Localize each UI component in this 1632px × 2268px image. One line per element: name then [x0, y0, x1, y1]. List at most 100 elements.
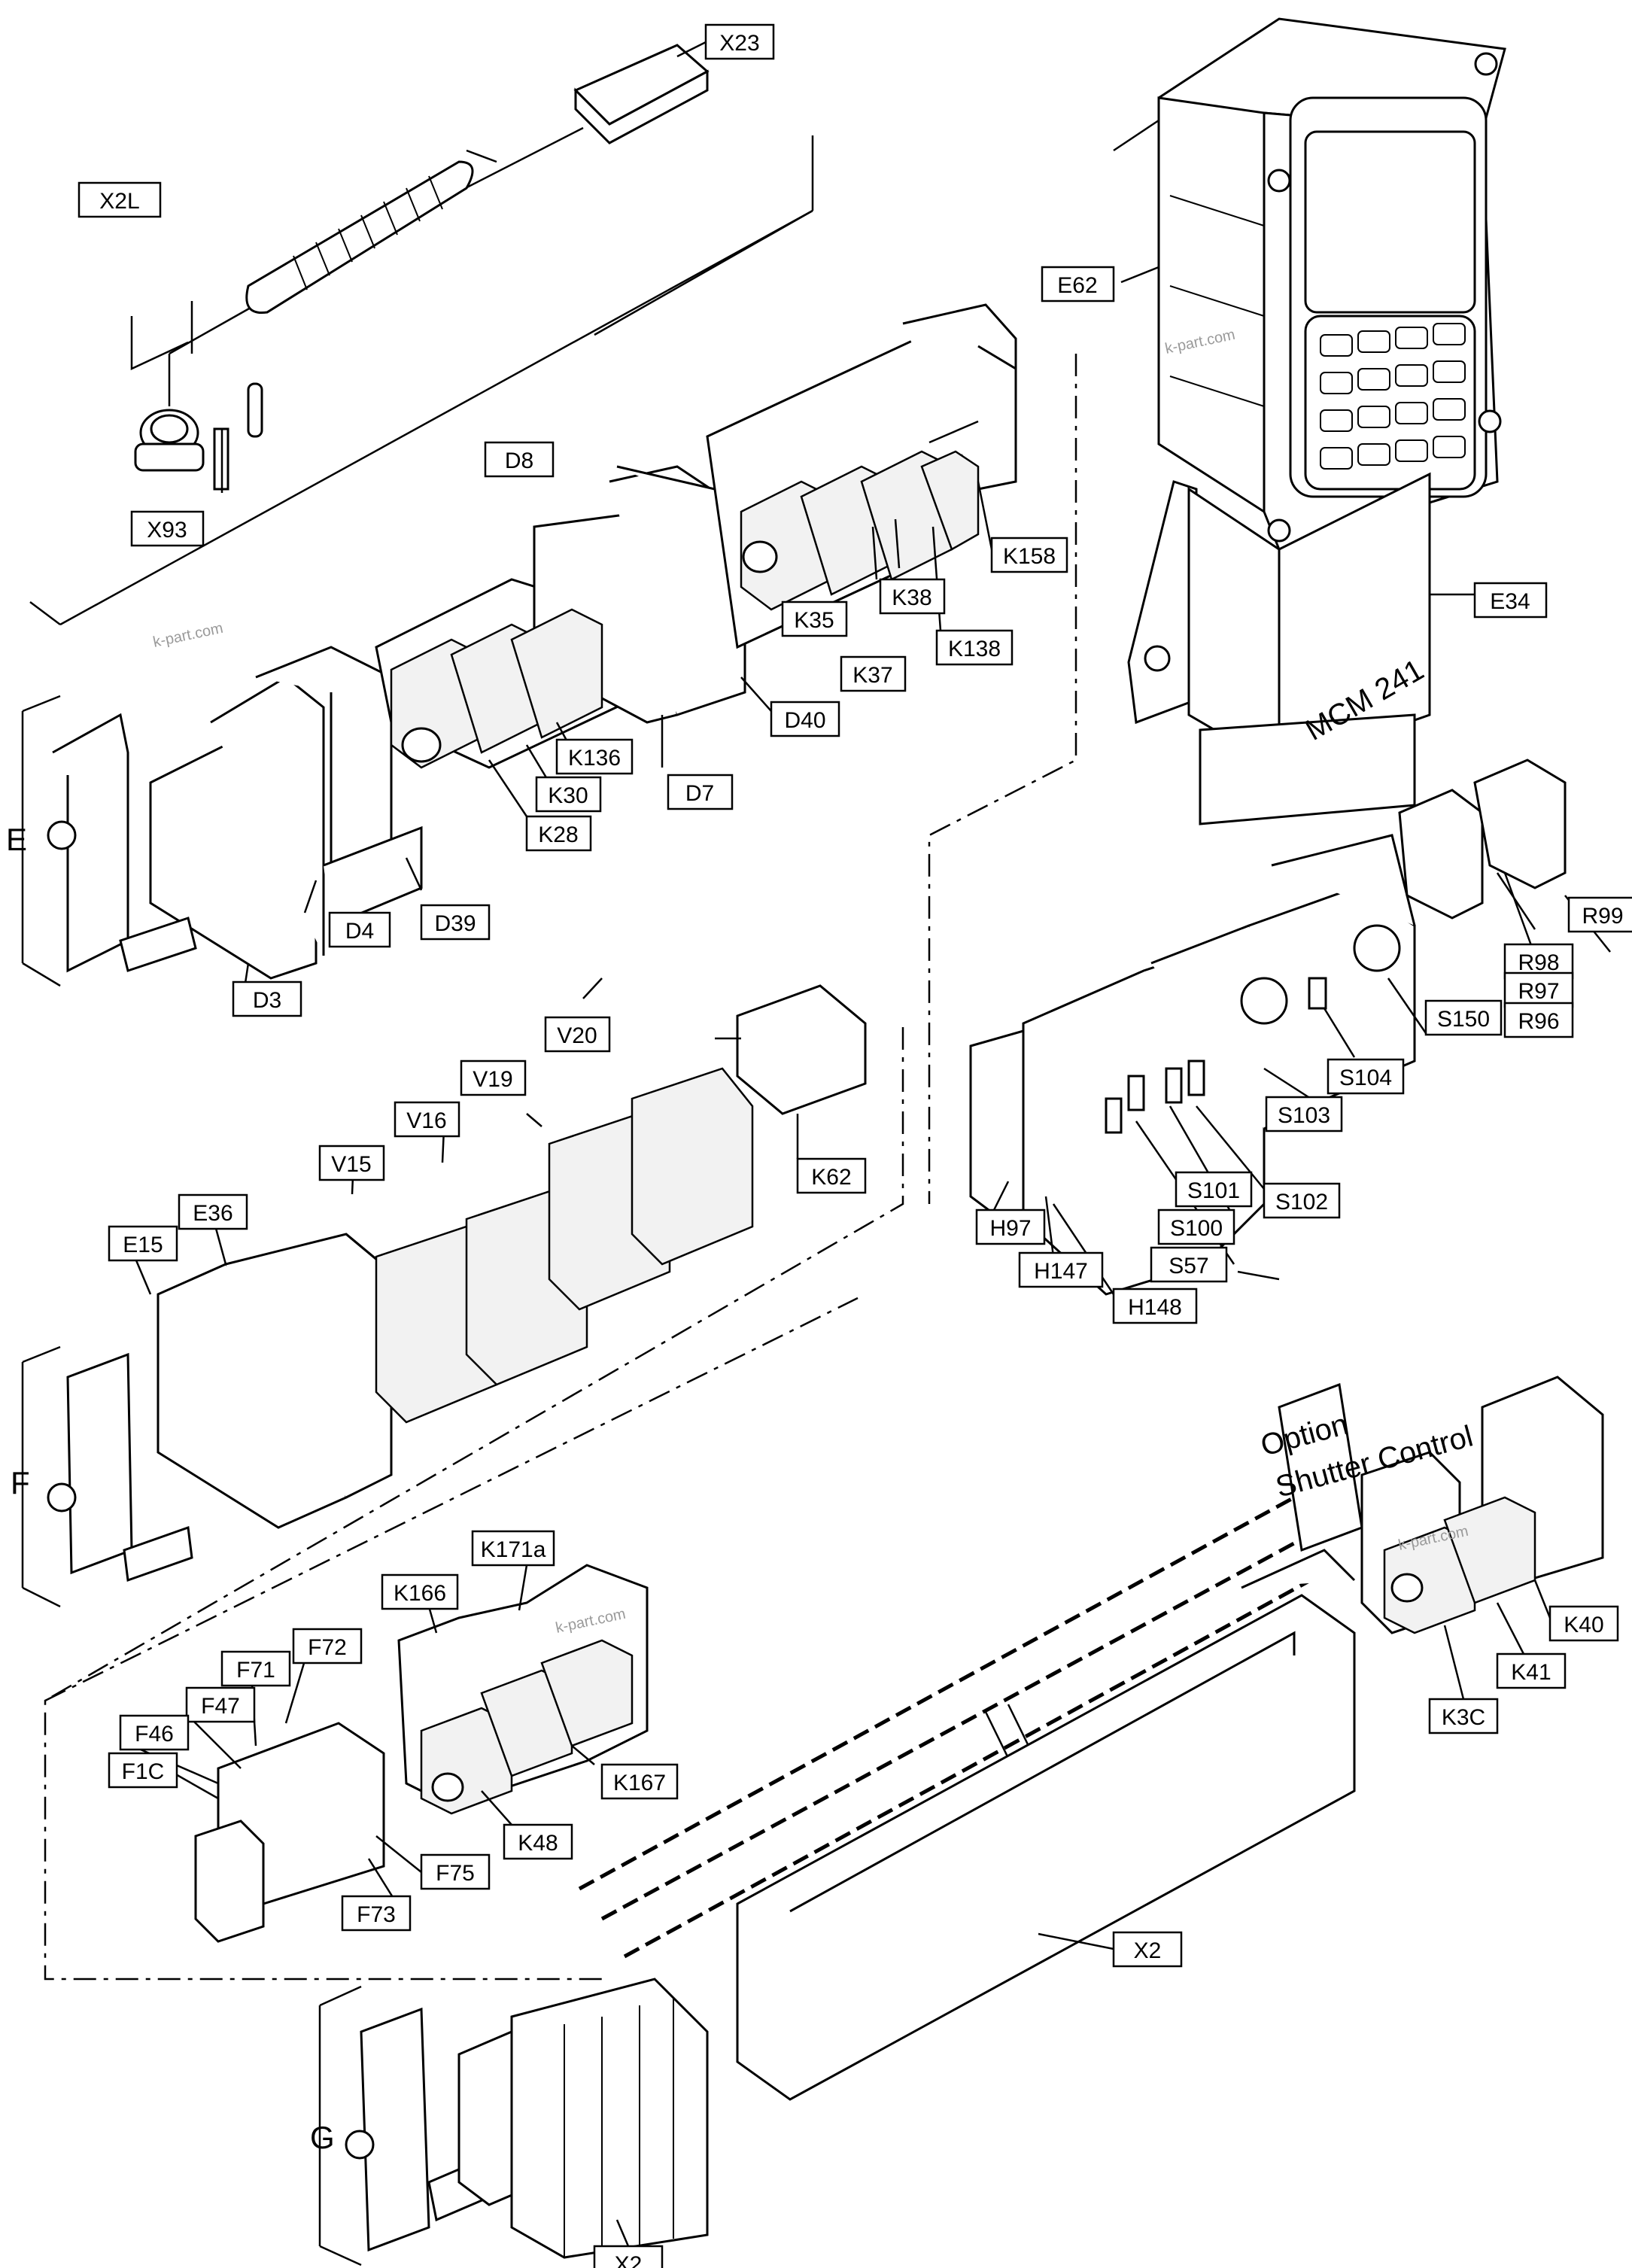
- part-label: E15: [108, 1225, 178, 1262]
- svg-text:K38: K38: [892, 585, 931, 610]
- svg-text:V20: V20: [557, 1023, 597, 1048]
- part-label: F1C: [108, 1752, 178, 1789]
- svg-text:F71: F71: [236, 1658, 275, 1683]
- part-label: S102: [1263, 1182, 1341, 1219]
- svg-text:F46: F46: [135, 1722, 174, 1747]
- part-label: V16: [394, 1101, 460, 1138]
- section-letters: E F G: [6, 822, 335, 2155]
- part-label: K171a: [471, 1530, 555, 1567]
- svg-text:X2: X2: [1134, 1938, 1162, 1963]
- part-label: S100: [1157, 1208, 1235, 1245]
- svg-text:F72: F72: [308, 1635, 347, 1660]
- part-label: H148: [1112, 1288, 1198, 1324]
- part-label: D3: [232, 980, 302, 1017]
- part-label: X23: [704, 23, 775, 60]
- svg-text:D3: D3: [253, 988, 281, 1013]
- svg-text:D4: D4: [345, 919, 374, 944]
- part-label: E34: [1473, 582, 1548, 619]
- part-label: S103: [1265, 1096, 1343, 1132]
- svg-text:F75: F75: [436, 1861, 475, 1886]
- part-label: D40: [770, 701, 840, 737]
- svg-text:V15: V15: [331, 1152, 371, 1177]
- svg-text:S150: S150: [1437, 1007, 1490, 1032]
- svg-text:R99: R99: [1582, 904, 1623, 929]
- part-label: K35: [781, 600, 848, 637]
- svg-text:F1C: F1C: [122, 1759, 165, 1784]
- part-label: D39: [420, 904, 491, 941]
- part-label: D8: [484, 441, 555, 478]
- svg-text:S57: S57: [1169, 1254, 1208, 1278]
- part-label: K166: [381, 1573, 459, 1610]
- svg-text:E15: E15: [123, 1233, 163, 1257]
- part-label: V15: [318, 1145, 385, 1181]
- part-label: S104: [1327, 1058, 1405, 1095]
- svg-text:E34: E34: [1490, 589, 1530, 614]
- svg-text:K48: K48: [518, 1831, 558, 1856]
- part-label: F47: [185, 1686, 256, 1723]
- svg-text:S100: S100: [1170, 1216, 1223, 1241]
- section-letter: E: [6, 822, 27, 857]
- part-label: K37: [840, 655, 907, 692]
- part-label: R96: [1503, 1002, 1574, 1038]
- part-label: V20: [544, 1016, 611, 1053]
- svg-text:K138: K138: [948, 637, 1001, 661]
- svg-text:D40: D40: [784, 708, 825, 733]
- keypad: [1304, 315, 1476, 491]
- mcm-241-device: MCM 241: [1127, 17, 1506, 825]
- svg-text:K40: K40: [1564, 1613, 1603, 1637]
- svg-text:K41: K41: [1511, 1660, 1551, 1685]
- part-label: X2: [1112, 1931, 1183, 1968]
- part-label: K28: [525, 815, 592, 852]
- cable-rings: [293, 175, 443, 290]
- cable-assembly: [29, 44, 814, 626]
- part-label: R99: [1567, 896, 1632, 933]
- part-label: D4: [328, 911, 391, 948]
- part-label: K167: [600, 1763, 679, 1800]
- watermark-text: k-part.com: [151, 620, 224, 651]
- svg-text:F73: F73: [357, 1902, 396, 1927]
- part-labels: X23 X2L X93 E62 E34 D8 K158 K35 K38 K37 …: [77, 23, 1632, 2268]
- part-label: K30: [535, 776, 602, 813]
- part-label: K41: [1496, 1652, 1567, 1689]
- svg-text:V16: V16: [406, 1108, 446, 1133]
- part-label: K48: [503, 1823, 573, 1860]
- svg-text:H147: H147: [1034, 1259, 1088, 1284]
- svg-text:R96: R96: [1518, 1009, 1559, 1034]
- part-label: K136: [555, 738, 634, 775]
- part-label: K40: [1548, 1605, 1619, 1642]
- part-label: E62: [1041, 266, 1115, 303]
- svg-text:R98: R98: [1518, 950, 1559, 975]
- svg-text:K167: K167: [613, 1771, 666, 1795]
- svg-text:S103: S103: [1278, 1103, 1330, 1128]
- part-label: F71: [220, 1650, 291, 1687]
- part-label: S57: [1150, 1246, 1228, 1283]
- part-label: X93: [130, 510, 205, 547]
- part-label: X2: [593, 2245, 664, 2268]
- svg-text:K3C: K3C: [1442, 1705, 1485, 1730]
- svg-text:V19: V19: [473, 1067, 512, 1092]
- svg-text:S102: S102: [1275, 1190, 1328, 1215]
- part-label: H97: [975, 1208, 1046, 1245]
- svg-text:H97: H97: [989, 1216, 1031, 1241]
- part-label: V19: [460, 1060, 527, 1096]
- svg-text:K37: K37: [852, 663, 892, 688]
- part-label: F72: [292, 1628, 363, 1665]
- leader-lines: [123, 41, 1611, 2247]
- part-label: K3C: [1428, 1698, 1499, 1734]
- part-label: H147: [1018, 1251, 1104, 1288]
- svg-text:K30: K30: [548, 783, 588, 808]
- svg-text:D7: D7: [685, 781, 714, 806]
- svg-text:K136: K136: [568, 746, 621, 771]
- svg-text:X23: X23: [719, 31, 759, 56]
- part-label: D7: [667, 774, 734, 810]
- part-label: F73: [341, 1895, 412, 1932]
- svg-text:S101: S101: [1187, 1178, 1240, 1203]
- svg-text:R97: R97: [1518, 979, 1559, 1004]
- part-label: F46: [119, 1714, 190, 1751]
- svg-text:S104: S104: [1339, 1066, 1392, 1090]
- svg-text:K28: K28: [538, 822, 578, 847]
- part-label: K62: [796, 1157, 867, 1194]
- svg-text:X2: X2: [615, 2252, 643, 2268]
- part-label: K38: [879, 578, 946, 615]
